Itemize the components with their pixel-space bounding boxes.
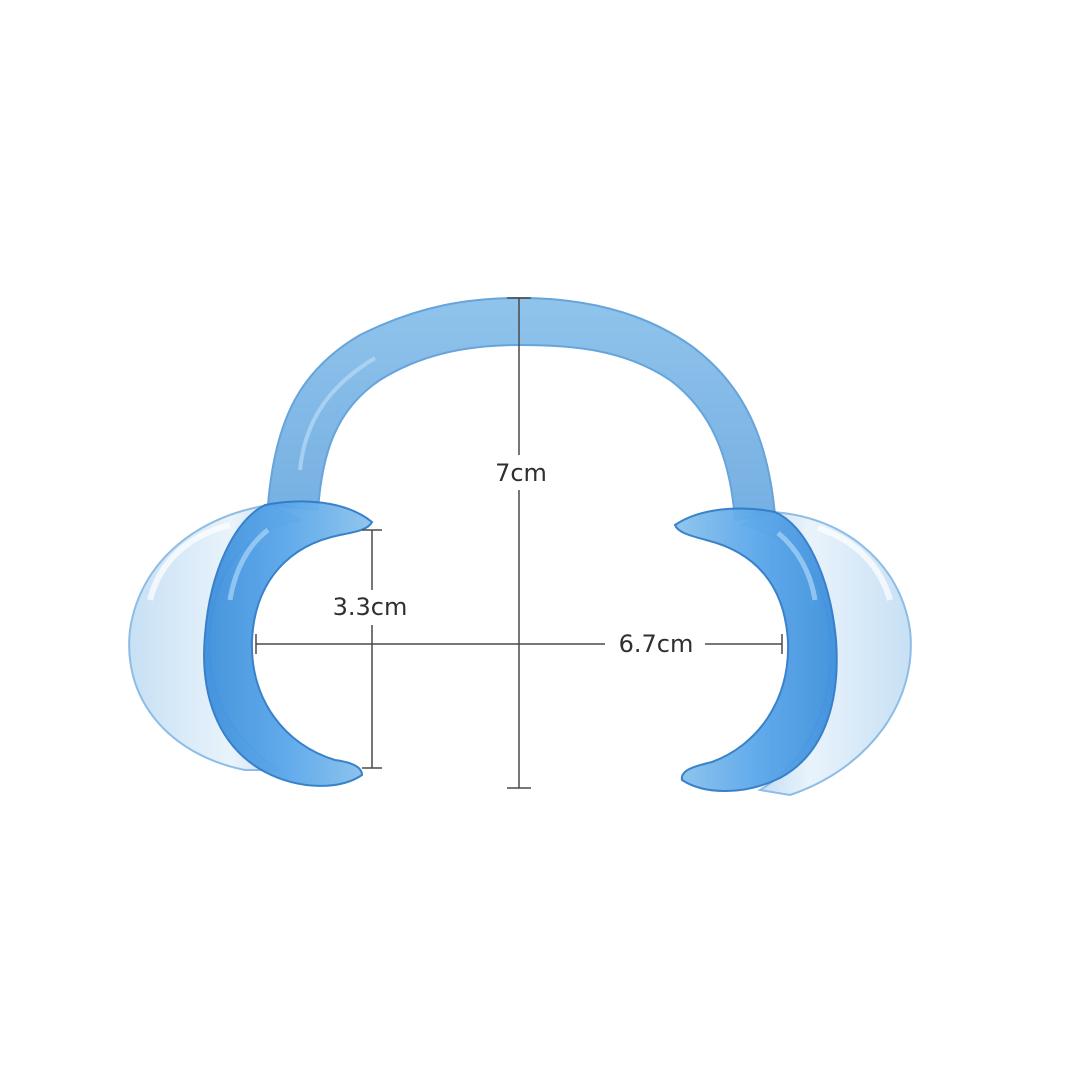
arch-band	[266, 296, 777, 522]
left-lip-cup	[203, 500, 374, 787]
right-lip-cup	[673, 507, 838, 792]
lip-height-label: 3.3cm	[333, 593, 408, 621]
dimension-lines	[255, 297, 783, 789]
opening-width-label: 6.7cm	[619, 630, 694, 658]
height-label: 7cm	[495, 459, 547, 487]
